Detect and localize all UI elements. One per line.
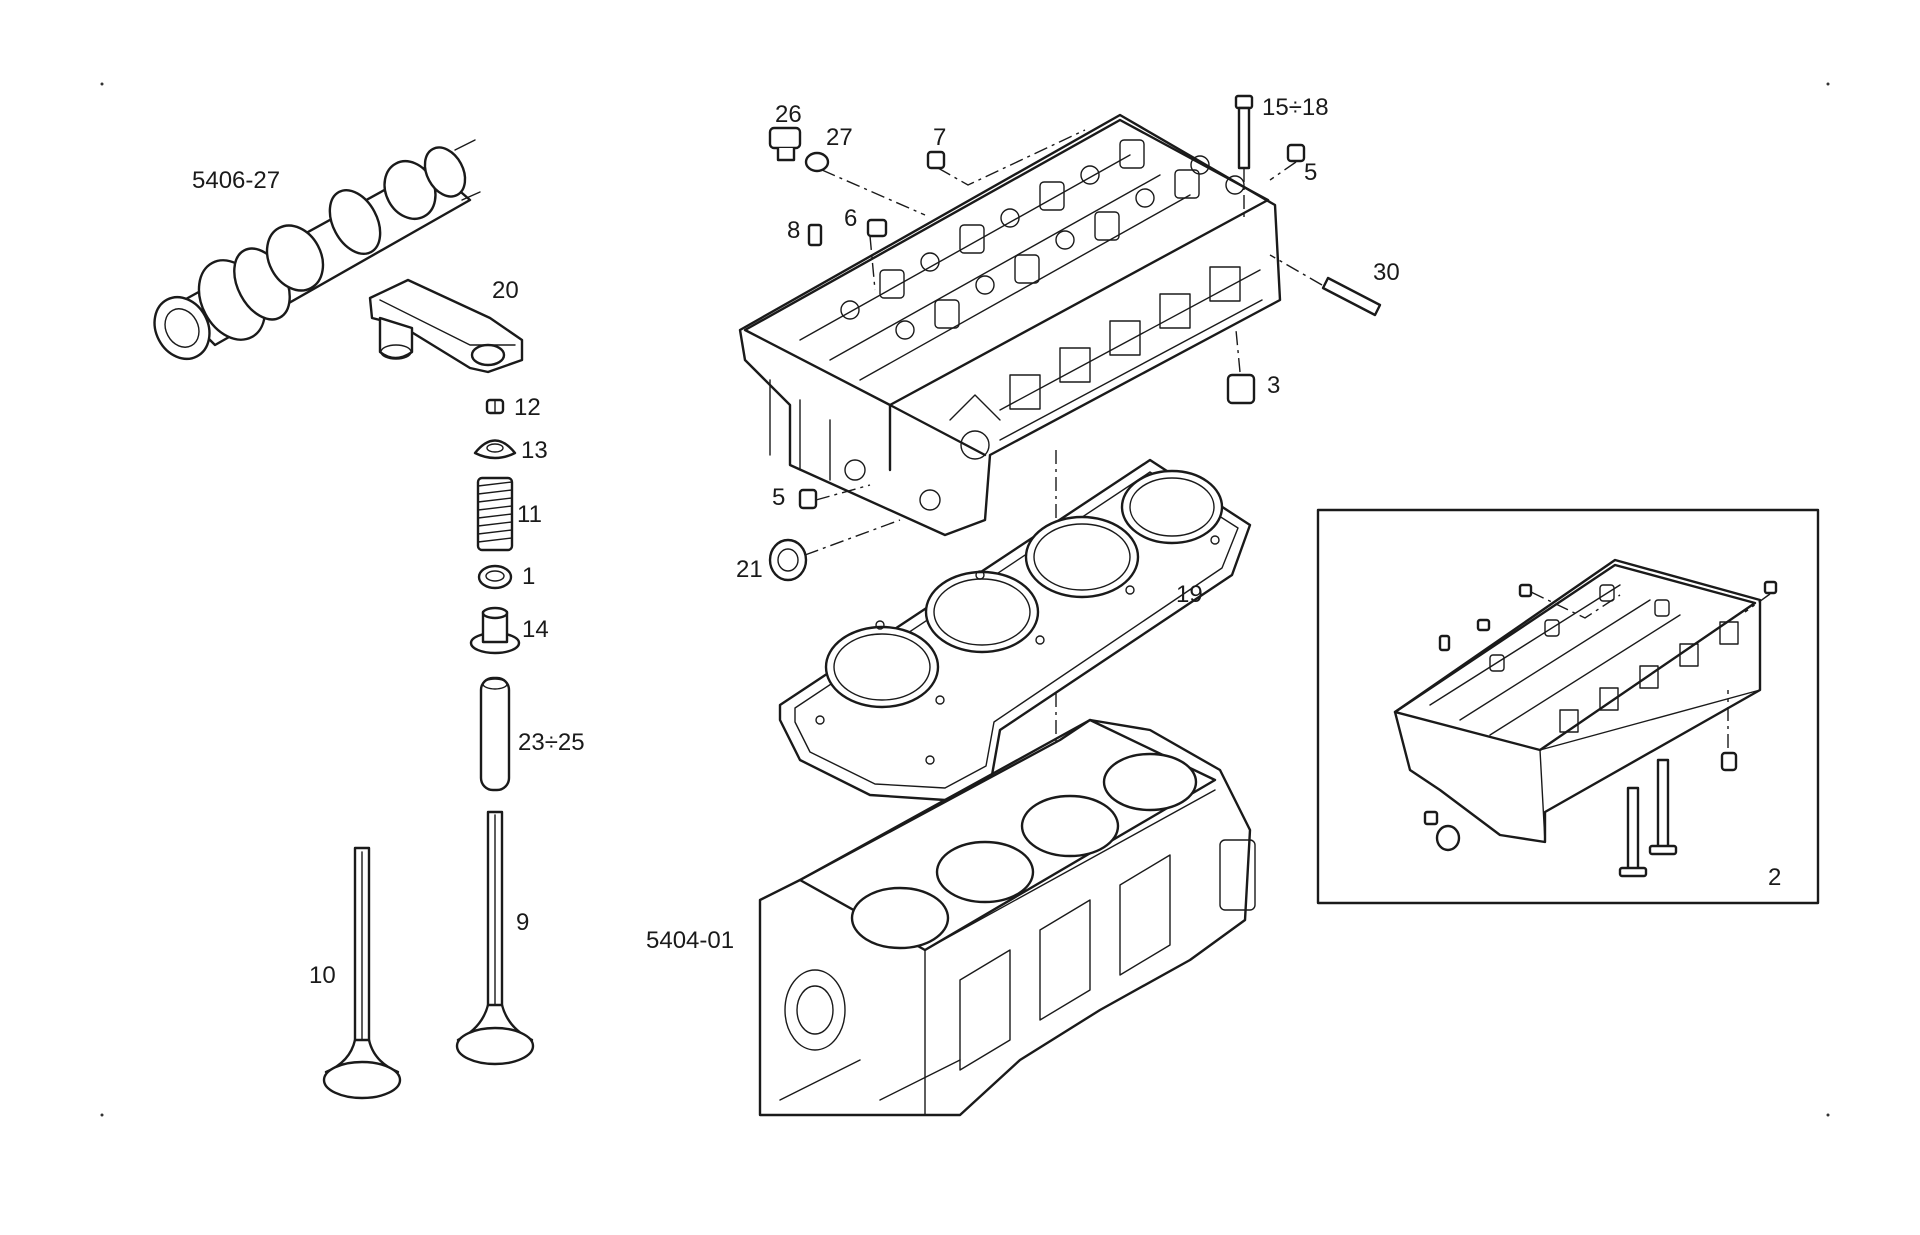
head-gasket-drawing: [778, 458, 1252, 802]
label-stud: 30: [1373, 259, 1400, 286]
label-plug-3: 3: [1267, 372, 1280, 399]
label-rocker-arm: 20: [492, 277, 519, 304]
label-intake-valve: 10: [309, 962, 336, 989]
crankcase-drawing: [758, 718, 1256, 1117]
label-exhaust-valve: 9: [516, 909, 529, 936]
label-plug-5-top: 5: [1304, 159, 1317, 186]
label-plug-5-bottom: 5: [772, 484, 785, 511]
label-sensor-seal: 27: [826, 124, 853, 151]
part-labels: 5406-27 20 12 13 11 1 14 23÷25 9 10 26 2…: [192, 94, 1781, 989]
label-sensor: 26: [775, 101, 802, 128]
label-bush-7: 7: [933, 124, 946, 151]
label-spring-seat: 1: [522, 563, 535, 590]
label-valve-seal: 14: [522, 616, 549, 643]
cylinder-head-drawing: [738, 113, 1282, 537]
label-valve-guide: 23÷25: [518, 729, 585, 756]
label-dowel: 8: [787, 217, 800, 244]
label-valve-spring: 11: [517, 501, 542, 528]
label-valve-cotter: 12: [514, 394, 541, 421]
leader-lines: [804, 129, 1323, 780]
camshaft-drawing: [153, 139, 481, 360]
label-camshaft: 5406-27: [192, 167, 280, 194]
label-cap-plug: 21: [736, 556, 763, 583]
label-spring-cap: 13: [521, 437, 548, 464]
head-assembly-inset: [1316, 508, 1820, 905]
crop-marks: [100, 82, 1830, 1117]
valve-train-drawing: [322, 398, 535, 1100]
label-bolt-set: 15÷18: [1262, 94, 1329, 121]
label-head-gasket: 19: [1176, 581, 1203, 608]
rocker-arm-drawing: [368, 278, 524, 374]
label-head-assembly: 2: [1768, 864, 1781, 891]
label-bush-6: 6: [844, 205, 857, 232]
label-crankcase: 5404-01: [646, 927, 734, 954]
head-small-parts: [768, 94, 1382, 582]
